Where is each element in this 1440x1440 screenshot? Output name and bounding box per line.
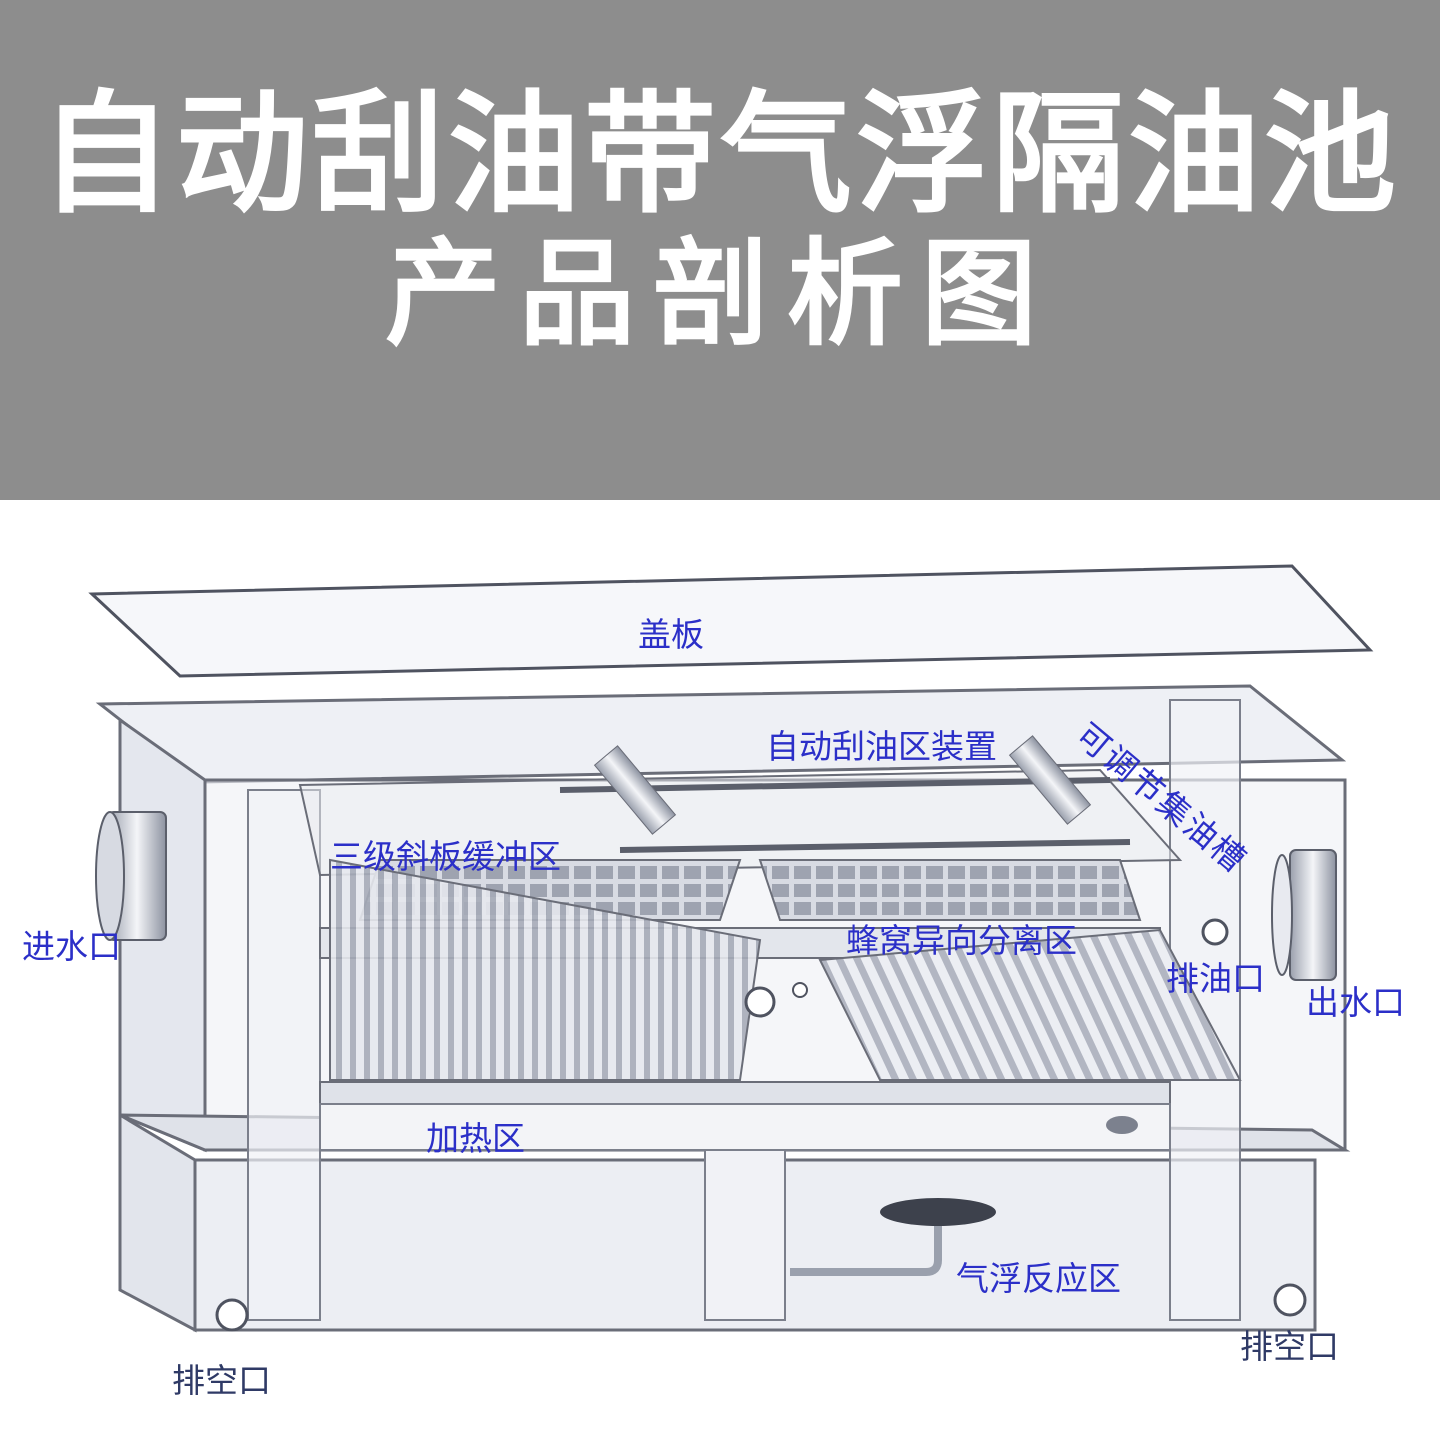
label-oil-outlet: 排油口 — [1166, 959, 1265, 998]
label-cover-plate: 盖板 — [638, 615, 704, 654]
title-line-1: 自动刮油带气浮隔油池 — [40, 78, 1400, 232]
label-heating-zone: 加热区 — [426, 1119, 525, 1158]
label-inclined-plate-buffer: 三级斜板缓冲区 — [330, 837, 561, 876]
label-water-inlet: 进水口 — [22, 927, 121, 966]
cover-plate — [88, 564, 1374, 678]
label-auto-skimmer: 自动刮油区装置 — [766, 727, 997, 766]
label-water-outlet: 出水口 — [1306, 983, 1405, 1022]
tank-illustration — [88, 564, 1374, 1333]
cutaway-diagram: 盖板 自动刮油区装置 可调节集油槽 三级斜板缓冲区 蜂窝异向分离区 进水口 排油… — [0, 500, 1440, 1440]
label-drain-right: 排空口 — [1240, 1327, 1339, 1366]
title-line-2: 产品剖析图 — [385, 227, 1055, 362]
label-honeycomb-separation: 蜂窝异向分离区 — [846, 921, 1077, 960]
label-drain-left: 排空口 — [172, 1361, 271, 1400]
label-air-flotation: 气浮反应区 — [956, 1259, 1121, 1298]
title-banner: 自动刮油带气浮隔油池 产品剖析图 — [0, 0, 1440, 500]
